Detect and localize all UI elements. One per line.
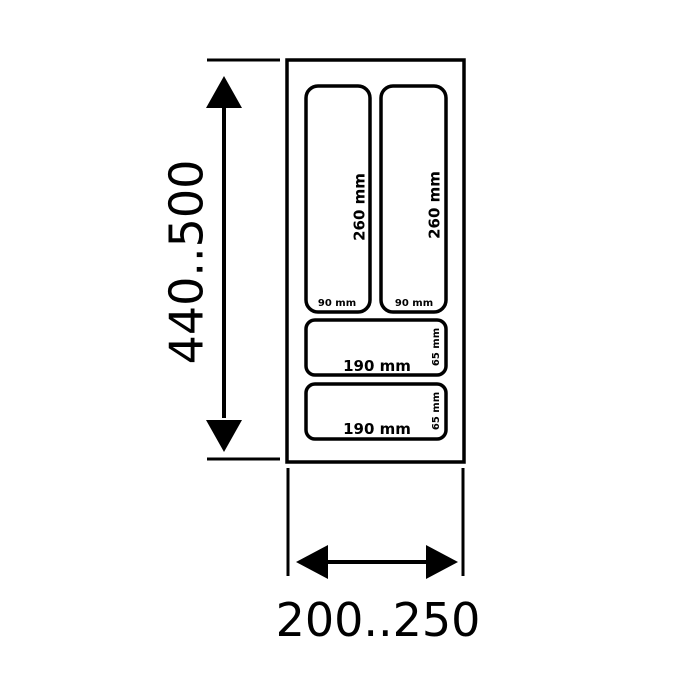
compartment-bottom-wide [304, 382, 448, 441]
left-tall-length-label: 260 mm [351, 173, 369, 241]
compartment-middle-wide [304, 318, 448, 377]
bottom-wide-width-label: 65 mm [431, 392, 442, 430]
width-arrow-left-icon [296, 545, 328, 579]
middle-wide-width-label: 65 mm [431, 328, 442, 366]
compartment-right-tall [379, 84, 448, 314]
bottom-wide-length-label: 190 mm [343, 420, 411, 438]
height-range-label: 440..500 [160, 160, 214, 365]
width-arrow-right-icon [426, 545, 458, 579]
right-tall-width-label: 90 mm [395, 298, 433, 309]
right-tall-length-label: 260 mm [426, 171, 444, 239]
height-arrow-down-icon [206, 420, 242, 452]
width-range-label: 200..250 [276, 593, 481, 647]
middle-wide-length-label: 190 mm [343, 357, 411, 375]
tray-outline [285, 58, 466, 464]
left-tall-width-label: 90 mm [318, 298, 356, 309]
compartment-left-tall [304, 84, 372, 314]
height-arrow-up-icon [206, 76, 242, 108]
